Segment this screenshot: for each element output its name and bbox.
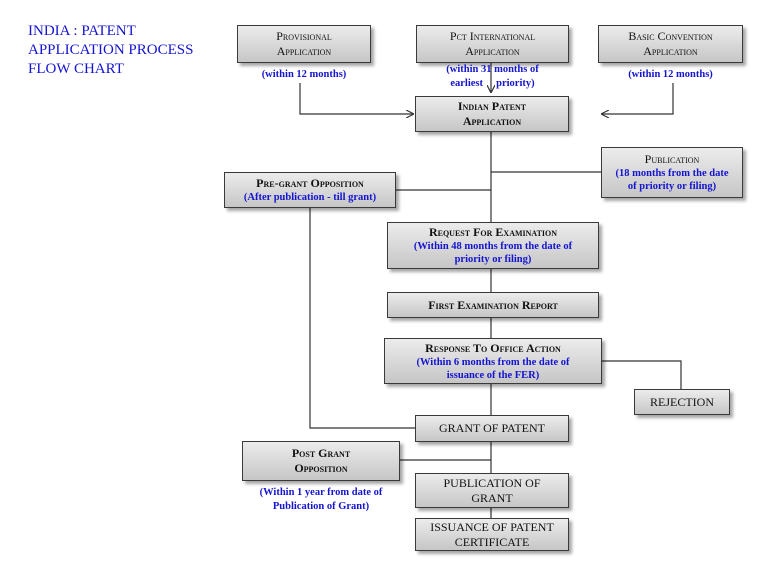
indian-label-1: Indian Patent xyxy=(457,99,527,113)
pubgrant-label-2: GRANT xyxy=(471,490,513,505)
provisional-timeline-note: (within 12 months) xyxy=(261,69,347,80)
basic-convention-box: Basic Convention Application xyxy=(598,25,743,63)
response-to-rejection-line xyxy=(602,360,682,389)
provisional-label-2: Application xyxy=(276,44,332,58)
postgrant-timeline-note: (Within 1 year from date of Publication … xyxy=(242,486,400,514)
publication-box: Publication (18 months from the date of … xyxy=(601,147,743,198)
pct-note-2: earliest priority) xyxy=(450,78,535,89)
fer-label: First Examination Report xyxy=(428,297,558,312)
indian-patent-application-box: Indian Patent Application xyxy=(415,96,569,132)
post-grant-opposition-box: Post Grant Opposition xyxy=(242,441,400,481)
basic-to-indian-arrow xyxy=(602,83,674,114)
pct-label-2: Application xyxy=(465,44,520,58)
pubgrant-label-1: PUBLICATION OF xyxy=(443,475,541,490)
pct-application-box: Pct International Application xyxy=(416,25,569,63)
request-for-examination-box: Request For Examination (Within 48 month… xyxy=(387,222,599,269)
title-line-1: INDIA : PATENT xyxy=(28,23,136,39)
pregrant-to-grant-line xyxy=(309,208,415,429)
provisional-label-1: Provisional xyxy=(276,29,332,43)
request-note-2: priority or filing) xyxy=(454,254,532,265)
basic-label-2: Application xyxy=(643,44,698,58)
title-line-3: FLOW CHART xyxy=(28,61,124,77)
response-to-office-action-box: Response To Office Action (Within 6 mont… xyxy=(384,338,602,384)
postgrant-note-2: Publication of Grant) xyxy=(272,501,370,512)
publication-label: Publication xyxy=(644,152,700,166)
provisional-to-indian-arrow xyxy=(299,83,413,114)
first-examination-report-box: First Examination Report xyxy=(387,292,599,318)
publication-note-1: (18 months from the date xyxy=(615,168,729,179)
indian-label-2: Application xyxy=(462,114,522,128)
rejection-label: REJECTION xyxy=(650,394,714,409)
issuance-label-1: ISSUANCE OF PATENT xyxy=(430,519,554,534)
basic-label-1: Basic Convention xyxy=(628,29,713,43)
issuance-of-certificate-box: ISSUANCE OF PATENT CERTIFICATE xyxy=(415,518,569,551)
response-label: Response To Office Action xyxy=(425,340,561,355)
grant-of-patent-box: GRANT OF PATENT xyxy=(415,415,569,442)
response-note-1: (Within 6 months from the date of xyxy=(416,356,570,368)
pregrant-note: (After publication - till grant) xyxy=(243,192,377,203)
title-line-2: APPLICATION PROCESS xyxy=(28,42,194,58)
pct-note-1: (within 31 months of xyxy=(446,64,539,75)
pct-timeline-note: (within 31 months of earliest priority) xyxy=(416,63,569,91)
basic-timeline-note: (within 12 months) xyxy=(628,69,713,80)
request-label: Request For Examination xyxy=(428,225,558,239)
pregrant-opposition-box: Pre-grant Opposition (After publication … xyxy=(224,172,396,208)
pct-label-1: Pct International xyxy=(449,29,536,43)
postgrant-label-2: Opposition xyxy=(294,461,348,475)
grant-label: GRANT OF PATENT xyxy=(438,421,546,435)
postgrant-note-1: (Within 1 year from date of xyxy=(259,487,383,498)
postgrant-label-1: Post Grant xyxy=(291,446,351,460)
chart-title: INDIA : PATENT APPLICATION PROCESS FLOW … xyxy=(28,22,228,79)
rejection-box: REJECTION xyxy=(634,389,730,415)
request-note-1: (Within 48 months from the date of xyxy=(413,241,573,252)
pregrant-label: Pre-grant Opposition xyxy=(256,176,364,190)
publication-note-2: of priority or filing) xyxy=(627,181,717,192)
publication-of-grant-box: PUBLICATION OF GRANT xyxy=(415,473,569,508)
issuance-label-2: CERTIFICATE xyxy=(454,534,530,549)
response-note-2: issuance of the FER) xyxy=(446,369,540,381)
provisional-application-box: Provisional Application xyxy=(237,25,371,63)
